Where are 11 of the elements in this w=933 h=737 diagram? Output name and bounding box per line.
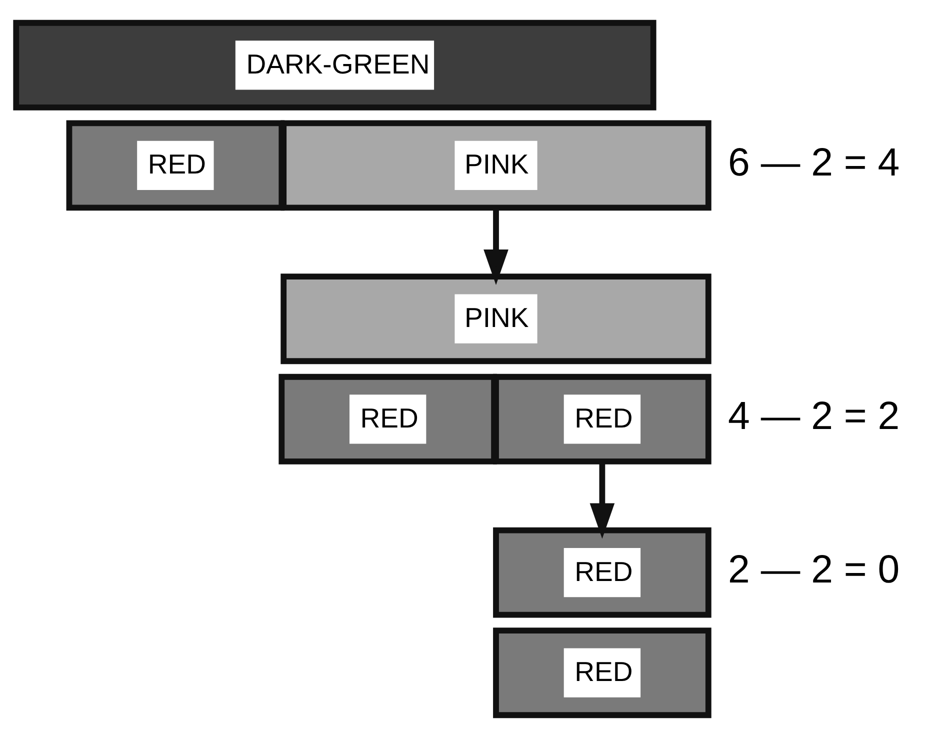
arrow: [484, 208, 508, 285]
label: 6 — 2 = 4: [728, 140, 900, 184]
arrow: [590, 461, 615, 538]
node-box: DARK-GREEN: [13, 19, 656, 110]
node-box: RED: [493, 373, 712, 464]
node-box: PINK: [280, 120, 712, 210]
node-box: RED: [493, 627, 712, 718]
label: 2 — 2 = 0: [728, 546, 900, 591]
label: 4 — 2 = 2: [728, 393, 900, 438]
node-box: PINK: [280, 273, 712, 364]
node-box: RED: [493, 526, 712, 618]
